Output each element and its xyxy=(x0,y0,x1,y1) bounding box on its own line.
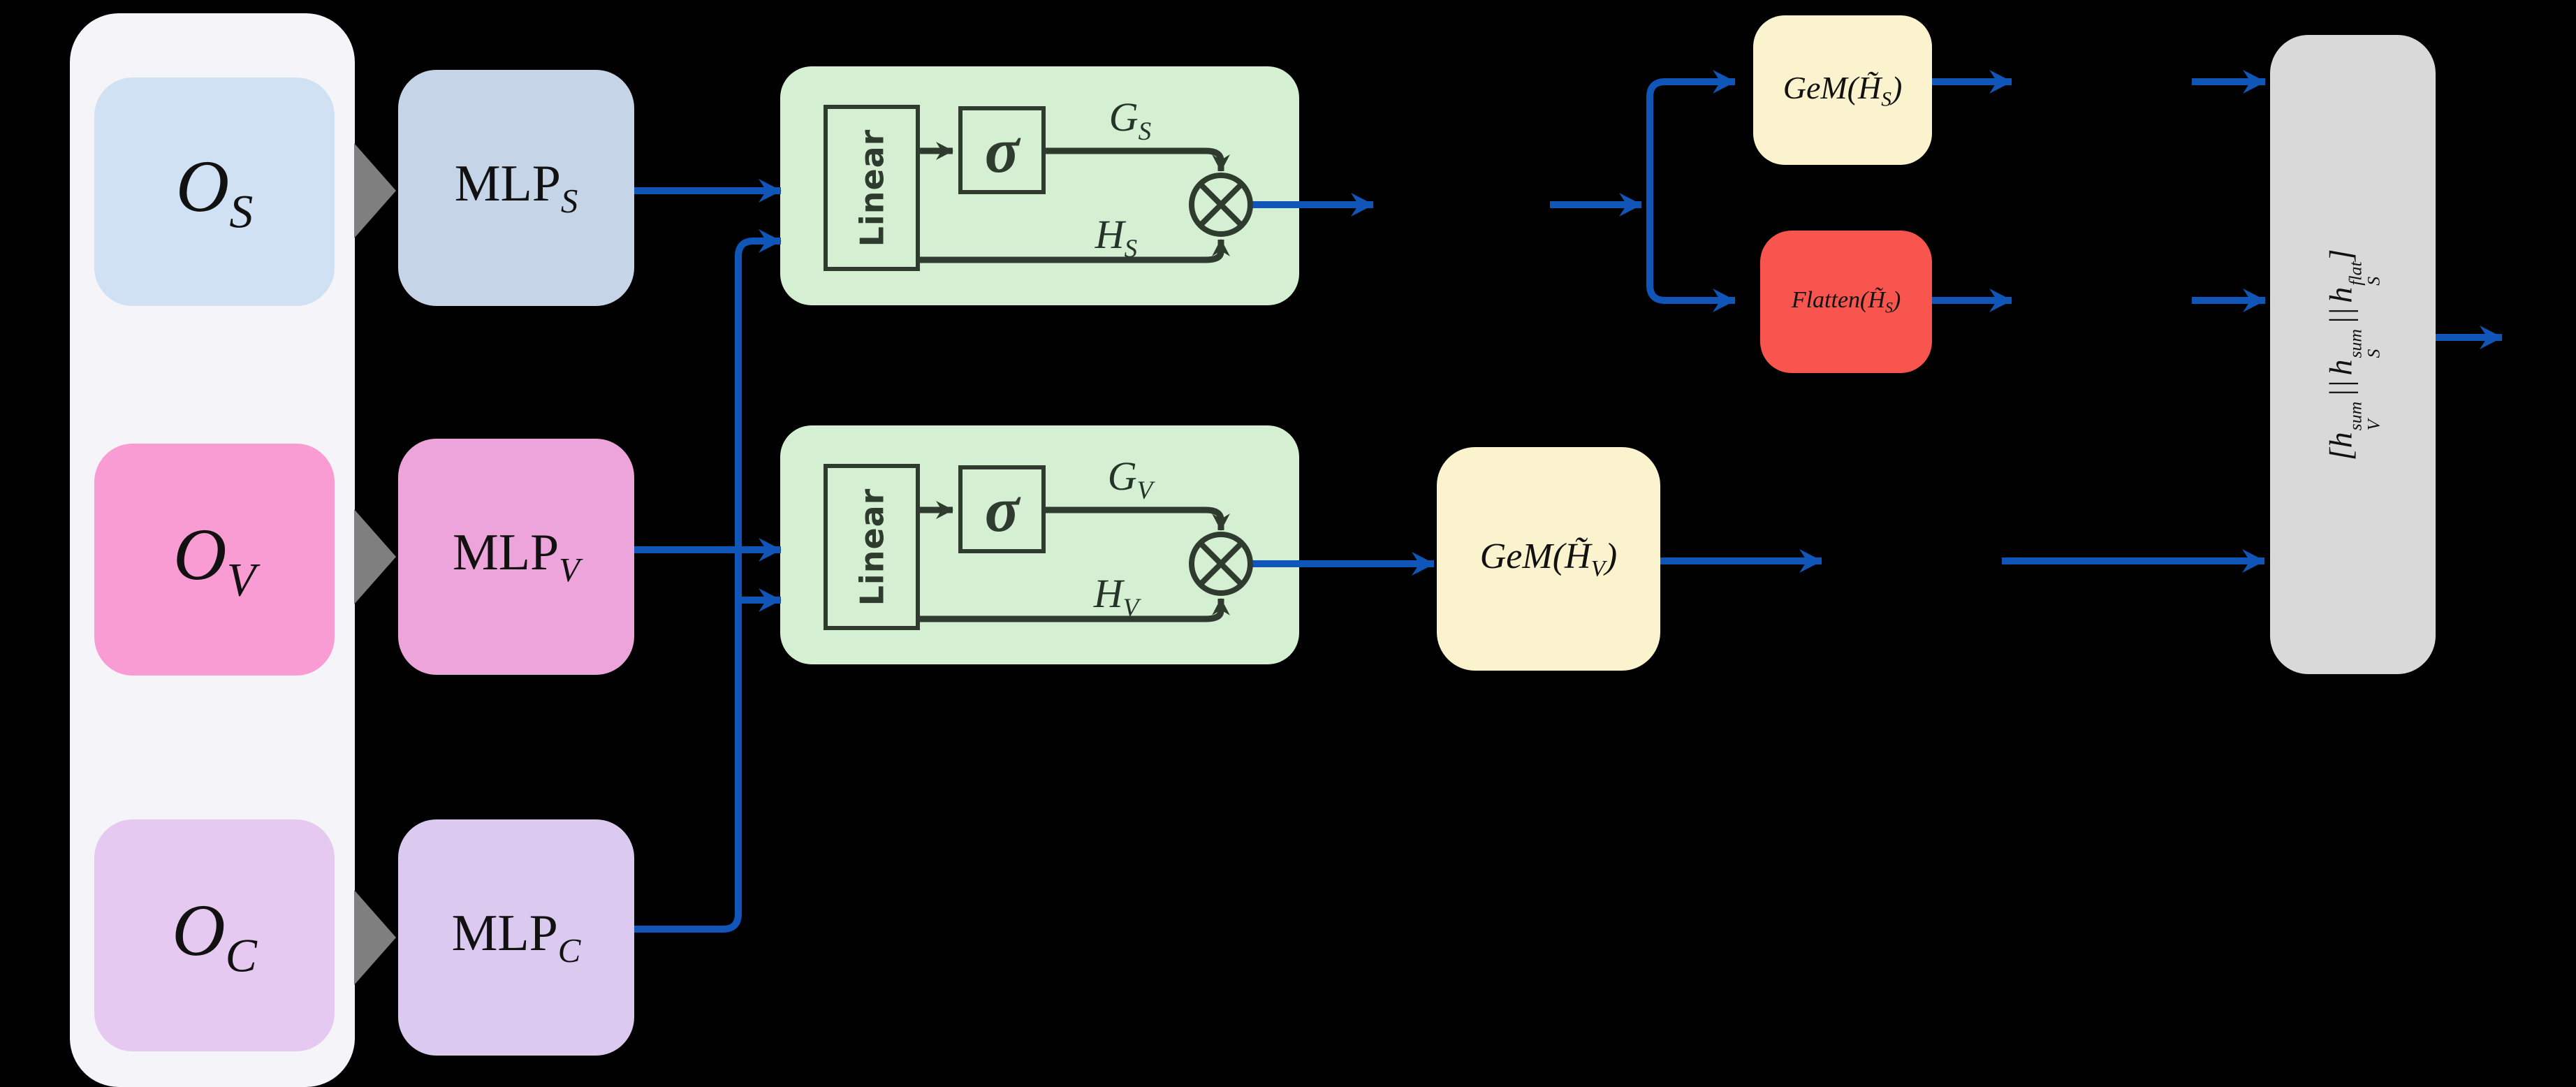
ov-label: OV xyxy=(173,513,256,606)
flatten-s-node: Flatten(H̃S) xyxy=(1760,231,1932,373)
sigmoid-s: σ xyxy=(958,106,1046,194)
arrow-split-to-flatten xyxy=(1646,205,1736,312)
gate-signal-gs-label: GS xyxy=(1108,94,1152,146)
feed-triangle-v xyxy=(354,509,396,604)
linear-layer-s: Linear xyxy=(824,105,920,271)
mlp-s-label: MLPS xyxy=(454,155,578,221)
linear-layer-v: Linear xyxy=(824,464,920,630)
hidden-signal-hv-label: HV xyxy=(1093,571,1139,622)
feed-triangle-c xyxy=(354,890,396,985)
mlp-v-node: MLPV xyxy=(398,439,634,675)
sigma-s-label: σ xyxy=(984,115,1020,186)
gem-pool-s-node: GeM(H̃S) xyxy=(1753,15,1932,165)
os-label: OS xyxy=(175,145,254,238)
mlp-v-label: MLPV xyxy=(453,524,580,590)
sigmoid-v: σ xyxy=(958,465,1046,553)
linear-v-label: Linear xyxy=(853,488,891,606)
input-node-oc: OC xyxy=(94,819,335,1051)
flatten-s-label: Flatten(H̃S) xyxy=(1791,286,1901,316)
input-node-ov: OV xyxy=(94,444,335,676)
gem-s-label: GeM(H̃S) xyxy=(1783,69,1903,111)
mlp-c-label: MLPC xyxy=(451,905,581,970)
feed-triangle-s xyxy=(354,143,396,238)
arrow-split-to-gems xyxy=(1646,70,1736,205)
mlp-s-node: MLPS xyxy=(398,70,634,306)
arrow-mlpc-to-gates xyxy=(634,229,782,933)
hidden-signal-hs-label: HS xyxy=(1095,212,1138,263)
input-node-os: OS xyxy=(94,78,335,306)
gem-v-label: GeM(H̃V) xyxy=(1479,536,1618,582)
sigma-v-label: σ xyxy=(984,474,1020,545)
gem-pool-v-node: GeM(H̃V) xyxy=(1437,447,1660,671)
linear-s-label: Linear xyxy=(853,129,891,247)
oc-label: OC xyxy=(172,889,257,982)
mlp-c-node: MLPC xyxy=(398,819,634,1056)
gate-signal-gv-label: GV xyxy=(1107,453,1153,505)
